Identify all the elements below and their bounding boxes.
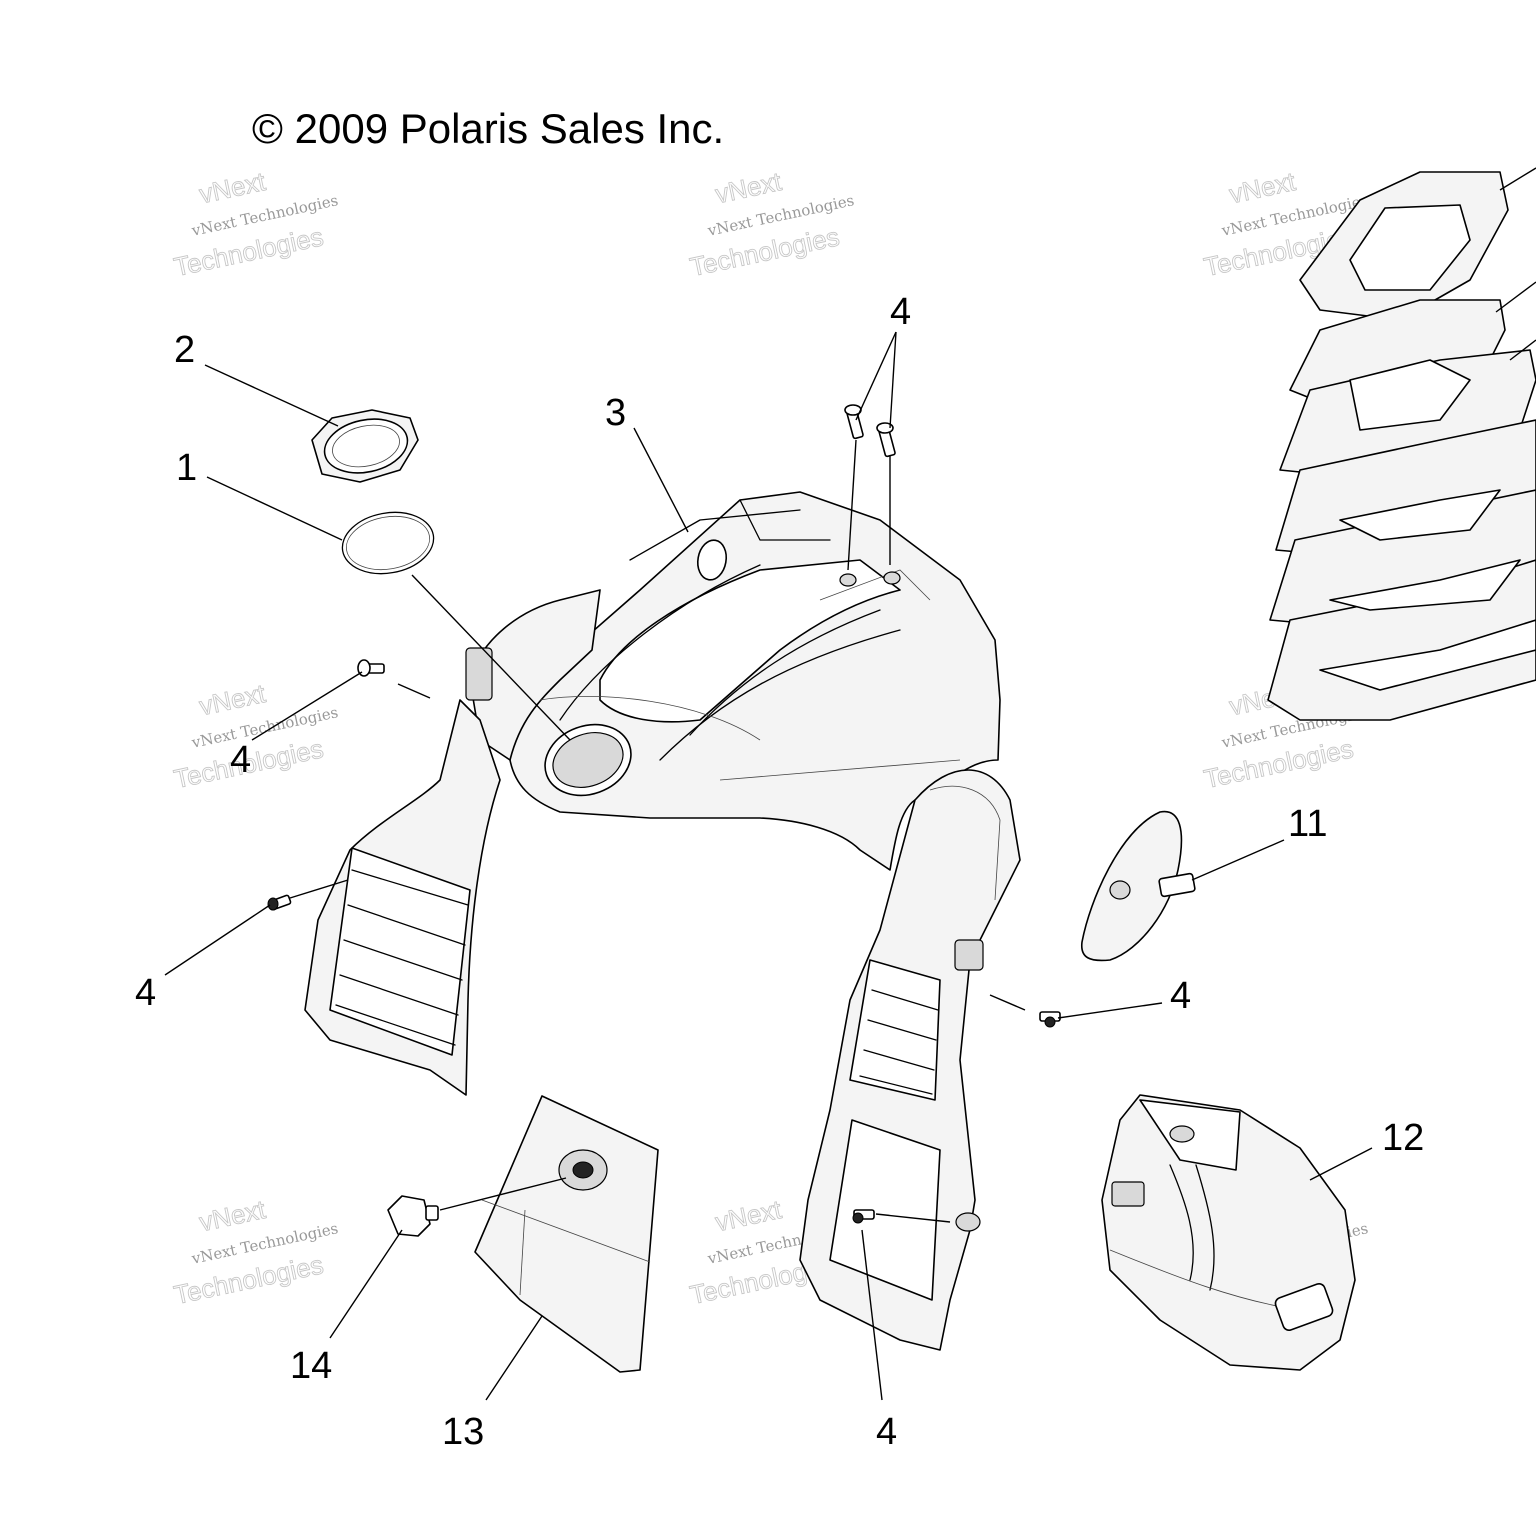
part-4-screw-top-a [844,404,864,440]
part-12-right-housing [1101,1094,1356,1371]
left-side-panel [304,647,501,1096]
leader-4-top-b [889,331,897,429]
svg-text:vNext: vNext [1227,166,1299,209]
leader-4-bottom [861,1229,883,1401]
copyright-text: © 2009 Polaris Sales Inc. [252,105,724,152]
part-4-screw-top-b [876,422,896,458]
leader-4-left-lower-b [289,879,349,899]
leader-4-bottom-b [875,1213,951,1223]
callout-4-bottom: 4 [876,1411,897,1453]
callout-1: 1 [176,447,197,489]
leader-11 [1191,839,1285,881]
part-4-screw-left-lower [267,894,292,911]
leader-4-right-b [989,994,1026,1011]
callout-4-left-upper: 4 [230,739,251,781]
right-stacked-panels [1267,167,1536,721]
callout-12: 12 [1382,1117,1424,1159]
callout-3: 3 [605,392,626,434]
watermark-middle-left: vNext vNext Technologies Technologies [171,678,340,795]
callout-4-left-lower: 4 [135,972,156,1014]
svg-text:vNext: vNext [713,166,785,209]
leader-4-left-upper-b [397,683,431,699]
callout-14: 14 [290,1345,332,1387]
leader-3 [633,427,689,533]
callout-2: 2 [174,329,195,371]
right-side-panel [799,769,1021,1351]
part-11-knob [1081,810,1196,962]
svg-text:vNext: vNext [197,1194,269,1237]
leader-4-top-a [855,331,897,421]
leader-4-right [1057,1002,1163,1019]
watermark-top-center: vNext vNext Technologies Technologies [687,166,856,283]
leader-14-cap [439,1177,567,1211]
part-14-cap [387,1195,439,1237]
callout-11: 11 [1288,803,1327,845]
leader-12 [1309,1147,1373,1181]
part-13-access-panel [474,1095,659,1373]
callout-13: 13 [442,1411,484,1453]
leader-1 [206,476,343,541]
watermark-top-left: vNext vNext Technologies Technologies [171,166,340,283]
leader-4-left-lower [164,904,271,976]
leader-lines [164,331,1373,1401]
svg-text:vNext: vNext [713,1194,785,1237]
leader-13 [485,1315,543,1401]
watermark-bottom-left: vNext vNext Technologies Technologies [171,1194,340,1311]
leader-4-top-a-down [847,439,857,571]
svg-text:vNext: vNext [197,166,269,209]
callout-4-right: 4 [1170,975,1191,1017]
leader-14 [329,1229,403,1339]
leader-4-left-upper [251,671,363,741]
part-4-screw-bottom [852,1209,875,1224]
callout-4-top: 4 [890,291,911,333]
part-4-screw-right [1039,1011,1061,1028]
leader-1-to-gauge [411,574,571,741]
part-4-screw-left-upper [357,659,385,677]
part-1-o-ring [341,511,435,575]
part-2-bezel-nut [311,409,419,483]
svg-text:vNext: vNext [197,678,269,721]
part-3-console-hood [469,491,1001,871]
leader-2 [204,364,339,427]
